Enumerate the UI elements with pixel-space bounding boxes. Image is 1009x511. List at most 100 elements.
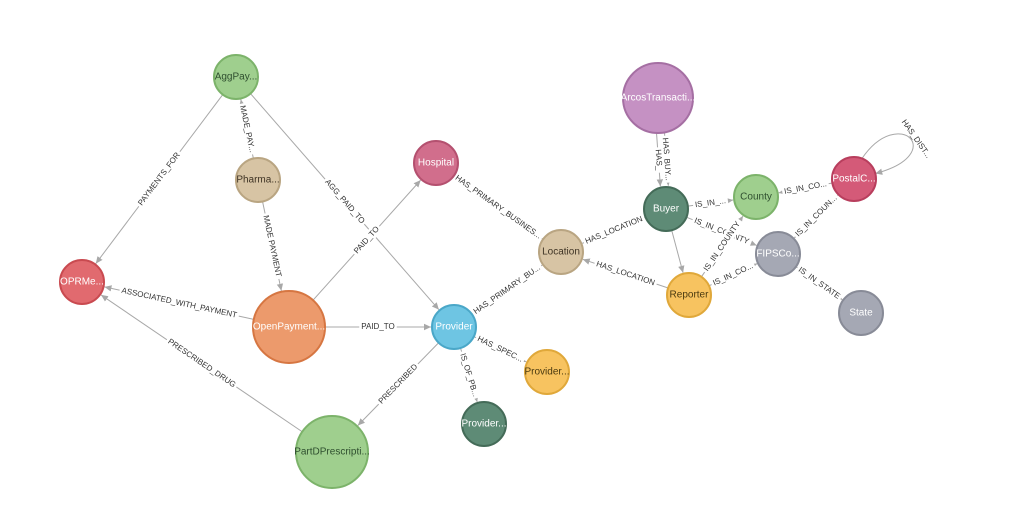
edge-label: AGG_PAID_TO: [323, 177, 366, 225]
edge-label-bg: [321, 175, 369, 228]
edge-provider-providerspec[interactable]: HAS_SPEC...: [473, 332, 527, 366]
edge-postalc-fipsco[interactable]: IS_IN_COUN...: [791, 191, 841, 241]
edge-buyer-reporter[interactable]: [671, 230, 685, 273]
edge-buyer-location[interactable]: HAS_LOCATION: [581, 212, 647, 248]
node-circle[interactable]: [431, 304, 477, 350]
node-circle[interactable]: [295, 415, 369, 489]
node-aggpay[interactable]: AggPay...: [213, 54, 259, 100]
node-arcos[interactable]: ArcosTransacti...: [621, 62, 696, 134]
node-oprme[interactable]: OPRMe...: [59, 259, 105, 305]
node-circle[interactable]: [755, 231, 801, 277]
edge-provider-providerpb[interactable]: IS_OF_PB...: [456, 347, 482, 403]
edge-openpayment-oprme[interactable]: ASSOCIATED_WITH_PAYMENT: [104, 284, 254, 322]
edge-label: PRESCRIBED_DRUG: [166, 337, 237, 389]
edge-label: IS_IN_STATE: [797, 265, 842, 301]
node-circle[interactable]: [461, 401, 507, 447]
node-circle[interactable]: [59, 259, 105, 305]
node-circle[interactable]: [643, 186, 689, 232]
edge-label-bg: [164, 334, 240, 392]
edge-label-bg: [581, 212, 647, 248]
edge-label-bg: [709, 259, 757, 290]
edge-openpayment-hospital[interactable]: PAID_TO: [312, 179, 422, 301]
edges-layer: PAYMENTS_FOR MADE_PAY... MADE PAYMENT AGG_P…: [95, 93, 933, 433]
edge-pharma-openpayment[interactable]: MADE PAYMENT: [260, 201, 285, 291]
edge-provider-partd[interactable]: PRESCRIBED: [357, 342, 439, 426]
edge-label: HAS_: [654, 149, 665, 171]
edge-aggpay-oprme[interactable]: PAYMENTS_FOR: [95, 94, 224, 264]
edge-openpayment-provider[interactable]: PAID_TO: [325, 321, 431, 333]
edge-label: IS_IN_COUN...: [793, 193, 838, 238]
edge-label: IS_IN_CO...: [711, 261, 754, 287]
edge-label-bg: [692, 194, 729, 211]
node-state[interactable]: State: [838, 290, 884, 336]
node-circle[interactable]: [666, 272, 712, 318]
edge-pharma-aggpay[interactable]: MADE_PAY...: [236, 99, 259, 159]
node-circle[interactable]: [524, 349, 570, 395]
edge-label: HAS_PRIMARY_BU...: [472, 263, 542, 316]
node-providerpb[interactable]: Provider...: [461, 401, 507, 447]
edge-label: PRESCRIBED: [377, 362, 420, 406]
node-circle[interactable]: [413, 140, 459, 186]
edge-postalc-county[interactable]: IS_IN_CO...: [778, 177, 833, 198]
node-hospital[interactable]: Hospital: [413, 140, 459, 186]
node-reporter[interactable]: Reporter: [666, 272, 712, 318]
edge-label: HAS_PRIMARY_BUSINES...: [454, 173, 543, 240]
edge-label: MADE_PAY...: [238, 104, 257, 153]
edge-label: IS_IN_CO...: [783, 179, 827, 196]
edge-label-bg: [349, 222, 384, 258]
edge-label: PAYMENTS_FOR: [136, 150, 182, 207]
node-pharma[interactable]: Pharma...: [235, 157, 281, 203]
edge-label-bg: [794, 263, 845, 303]
edge-label: PAID_TO: [352, 224, 381, 255]
edge-line[interactable]: [861, 133, 914, 175]
edge-label-bg: [652, 146, 666, 174]
node-provider[interactable]: Provider: [431, 304, 477, 350]
edge-label: IS_IN_...: [694, 196, 726, 209]
edge-label-bg: [134, 148, 184, 210]
edge-label-bg: [791, 191, 841, 241]
node-county[interactable]: County: [733, 174, 779, 220]
node-fipsco[interactable]: FIPSCo...: [755, 231, 801, 277]
edge-label: HAS_LOCATION: [595, 259, 656, 287]
edge-label-bg: [236, 102, 259, 156]
edge-line[interactable]: [671, 230, 685, 273]
edge-label: HAS_SPEC...: [476, 334, 524, 364]
edge-label-bg: [260, 212, 285, 281]
node-circle[interactable]: [213, 54, 259, 100]
edge-label: ASSOCIATED_WITH_PAYMENT: [121, 286, 238, 320]
node-circle[interactable]: [838, 290, 884, 336]
node-circle[interactable]: [252, 290, 326, 364]
edge-label-bg: [781, 177, 830, 198]
node-circle[interactable]: [733, 174, 779, 220]
edge-fipsco-state[interactable]: IS_IN_STATE: [794, 263, 845, 303]
node-circle[interactable]: [831, 156, 877, 202]
edge-provider-location[interactable]: HAS_PRIMARY_BU...: [469, 261, 545, 318]
edge-reporter-location[interactable]: HAS_LOCATION: [582, 257, 669, 289]
edge-label-bg: [451, 171, 546, 243]
edge-label: HAS_LOCATION: [584, 214, 644, 246]
edge-label-bg: [469, 261, 545, 318]
edge-label-bg: [473, 332, 527, 366]
edge-label-bg: [374, 359, 422, 408]
edge-label-bg: [456, 349, 482, 400]
edge-postalc-postalc[interactable]: HAS_DIST...: [861, 118, 933, 175]
node-partd[interactable]: PartDPrescripti...: [294, 415, 370, 489]
node-openpayment[interactable]: OpenPayment...: [252, 290, 326, 364]
edge-label: PAID_TO: [361, 322, 395, 331]
node-circle[interactable]: [622, 62, 694, 134]
node-circle[interactable]: [538, 229, 584, 275]
edge-label-bg: [592, 257, 659, 289]
edge-buyer-county[interactable]: IS_IN_...: [687, 194, 734, 211]
edge-arcos-buyer-2[interactable]: HAS_: [652, 133, 666, 187]
edge-hospital-location[interactable]: HAS_PRIMARY_BUSINES...: [451, 171, 546, 243]
node-buyer[interactable]: Buyer: [643, 186, 689, 232]
edge-label-bg: [699, 216, 745, 275]
edge-label-bg: [118, 284, 241, 322]
node-circle[interactable]: [235, 157, 281, 203]
edge-label: HAS_DIST...: [900, 118, 933, 160]
node-location[interactable]: Location: [538, 229, 584, 275]
node-postalc[interactable]: PostalC...: [831, 156, 877, 202]
edge-label-bg: [690, 214, 754, 248]
node-providerspec[interactable]: Provider...: [524, 349, 570, 395]
